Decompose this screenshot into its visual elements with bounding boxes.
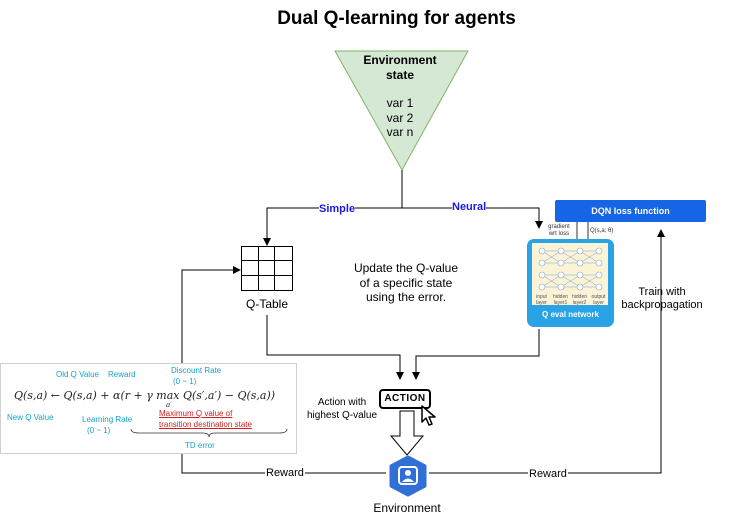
layer-hidden-2: hidden layer2 — [571, 294, 587, 306]
gradient-label: gradient wrt loss — [544, 224, 574, 238]
update-line-3: using the error. — [365, 290, 447, 304]
neural-branch-label: Neural — [452, 201, 487, 213]
formula-discount: Discount Rate — [171, 366, 222, 375]
layer-output: output layer — [591, 294, 606, 306]
env-var-n: var n — [386, 125, 414, 139]
action-caption-line-1: Action with — [317, 397, 367, 408]
q-theta-label: Q(s,a; θ) — [590, 228, 614, 234]
action-caption-line-2: highest Q-value — [306, 409, 378, 421]
train-line-2: backpropagation — [621, 299, 703, 311]
simple-branch-label: Simple — [319, 203, 356, 215]
train-backprop-text: Train with backpropagation — [614, 286, 710, 312]
layer-hidden-1: hidden layer1 — [552, 294, 568, 306]
formula-learning-range: (0 ~ 1) — [87, 426, 111, 435]
update-line-1: Update the Q-value — [353, 261, 459, 275]
layer-labels: input layer hidden layer1 hidden layer2 … — [532, 294, 608, 306]
td-error-brace — [130, 428, 288, 438]
gradient-line-2: wrt loss — [548, 231, 570, 237]
train-line-1: Train with — [638, 286, 686, 298]
formula-discount-range: (0 ~ 1) — [173, 377, 197, 386]
layer-input: input layer — [536, 294, 547, 306]
formula-reward: Reward — [108, 370, 136, 379]
dqn-loss-function-box: DQN loss function — [555, 200, 706, 222]
q-table-label: Q-Table — [245, 297, 289, 311]
q-eval-network-label: Q eval network — [542, 310, 599, 319]
formula-max-q: Maximum Q value of — [159, 409, 233, 418]
formula-equation: Q(s,a) ← Q(s,a) + α(r + γ max Q(s′,a′) −… — [14, 389, 276, 402]
action-down-arrow — [389, 410, 425, 456]
action-button[interactable]: ACTION — [379, 389, 431, 409]
environment-state-triangle — [334, 50, 469, 172]
formula-new-q: New Q Value — [7, 413, 54, 422]
environment-state-heading: Environment — [363, 53, 437, 67]
env-var-2: var 2 — [386, 110, 414, 125]
action-caption: Action with highest Q-value — [301, 397, 383, 422]
reward-left-label: Reward — [265, 467, 305, 479]
q-table-grid — [241, 246, 293, 291]
neural-net-lines — [538, 247, 603, 291]
q-learning-formula-image: Old Q Value Reward Discount Rate (0 ~ 1)… — [0, 363, 297, 454]
formula-max-subscript: a′ — [166, 401, 172, 409]
update-line-2: of a specific state — [359, 275, 453, 290]
diagram-title: Dual Q-learning for agents — [277, 8, 516, 29]
formula-old-q: Old Q Value — [56, 370, 99, 379]
formula-max-q-2: transition destination state — [159, 420, 252, 429]
gradient-line-1: gradient — [548, 224, 570, 230]
cursor-arrow-icon — [421, 405, 436, 426]
reward-right-label: Reward — [528, 468, 568, 480]
person-hexagon-icon — [389, 455, 427, 497]
environment-state-text: Environment state var 1 var 2 var n — [355, 53, 445, 140]
update-q-value-text: Update the Q-value of a specific state u… — [343, 261, 469, 305]
env-var-1: var 1 — [386, 96, 414, 110]
environment-state-heading-2: state — [385, 67, 414, 82]
formula-td-error: TD error — [185, 441, 215, 450]
formula-learning-rate: Learning Rate — [82, 415, 133, 424]
environment-label: Environment — [373, 501, 441, 515]
